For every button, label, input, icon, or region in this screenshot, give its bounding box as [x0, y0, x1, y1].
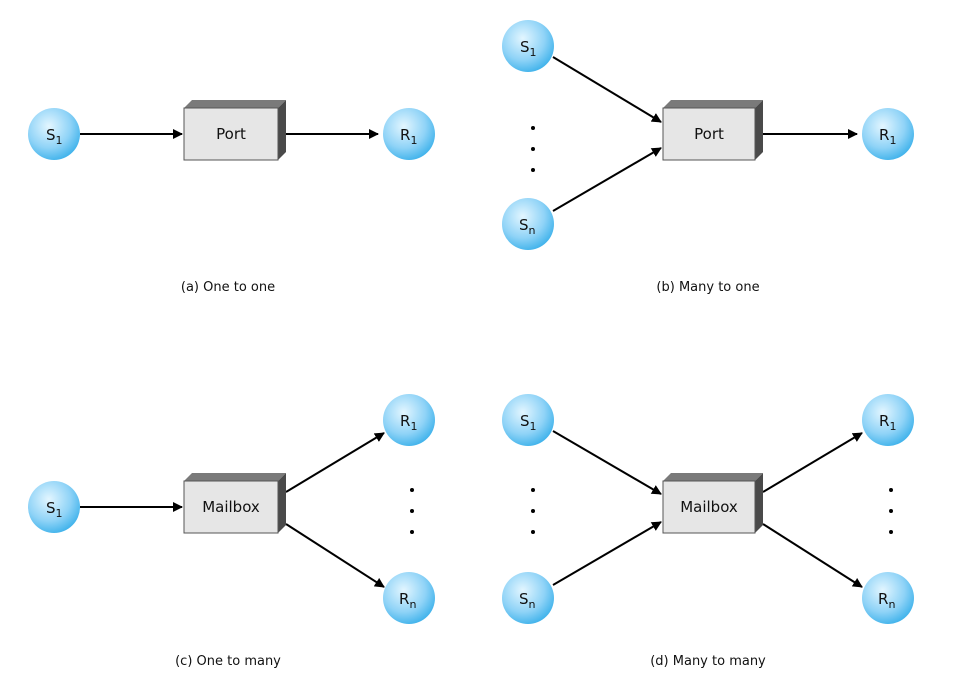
receiver-node-r1: R1 — [383, 108, 435, 160]
edge-mailbox-to-r1 — [285, 432, 385, 493]
port-label: Port — [216, 125, 246, 143]
caption-d: (d) Many to many — [650, 654, 766, 669]
ellipsis-dots — [531, 126, 535, 172]
edge-sn-to-port — [552, 147, 662, 212]
sender-node-s1: S1 — [502, 394, 554, 446]
mailbox-label: Mailbox — [680, 498, 738, 516]
edge-s1-to-mailbox — [552, 430, 662, 495]
svg-text:R1: R1 — [400, 412, 417, 433]
panel-d-many-to-many: S1 Sn Mailbox R1 Rn (d) — [502, 394, 914, 669]
ellipsis-dots — [531, 488, 535, 534]
sender-node-s1: S1 — [28, 481, 80, 533]
caption-a: (a) One to one — [181, 280, 275, 295]
svg-text:S1: S1 — [46, 499, 63, 520]
mailbox-label: Mailbox — [202, 498, 260, 516]
sender-node-sn: Sn — [502, 198, 554, 250]
edge-mailbox-to-rn — [285, 523, 385, 588]
panel-c-one-to-many: S1 Mailbox R1 Rn (c) One to many — [28, 394, 435, 669]
mailbox-box: Mailbox — [183, 473, 286, 534]
mailbox-box: Mailbox — [662, 473, 763, 534]
panel-a-one-to-one: S1 Port R1 (a) One to one — [28, 100, 435, 295]
ellipsis-dots — [889, 488, 893, 534]
caption-b: (b) Many to one — [656, 280, 759, 295]
edge-mailbox-to-r1 — [762, 432, 863, 493]
svg-text:R1: R1 — [400, 126, 417, 147]
svg-text:Sn: Sn — [519, 590, 536, 611]
edge-sn-to-mailbox — [552, 521, 662, 586]
svg-text:R1: R1 — [879, 412, 896, 433]
caption-c: (c) One to many — [175, 654, 281, 669]
ellipsis-dots — [410, 488, 414, 534]
sender-node-s1: S1 — [28, 108, 80, 160]
panel-b-many-to-one: S1 Sn Port R1 (b) Many to one — [502, 20, 914, 295]
sender-node-sn: Sn — [502, 572, 554, 624]
sender-node-s1: S1 — [502, 20, 554, 72]
receiver-node-rn: Rn — [862, 572, 914, 624]
receiver-node-r1: R1 — [862, 394, 914, 446]
edge-s1-to-port — [552, 56, 662, 123]
svg-text:Rn: Rn — [878, 590, 895, 611]
port-label: Port — [694, 125, 724, 143]
edge-mailbox-to-rn — [762, 523, 863, 588]
receiver-node-r1: R1 — [862, 108, 914, 160]
svg-text:S1: S1 — [520, 412, 537, 433]
svg-text:Sn: Sn — [519, 216, 536, 237]
svg-text:Rn: Rn — [399, 590, 416, 611]
receiver-node-rn: Rn — [383, 572, 435, 624]
port-box: Port — [662, 100, 763, 161]
svg-text:S1: S1 — [46, 126, 63, 147]
svg-text:R1: R1 — [879, 126, 896, 147]
port-box: Port — [183, 100, 286, 161]
receiver-node-r1: R1 — [383, 394, 435, 446]
svg-text:S1: S1 — [520, 38, 537, 59]
